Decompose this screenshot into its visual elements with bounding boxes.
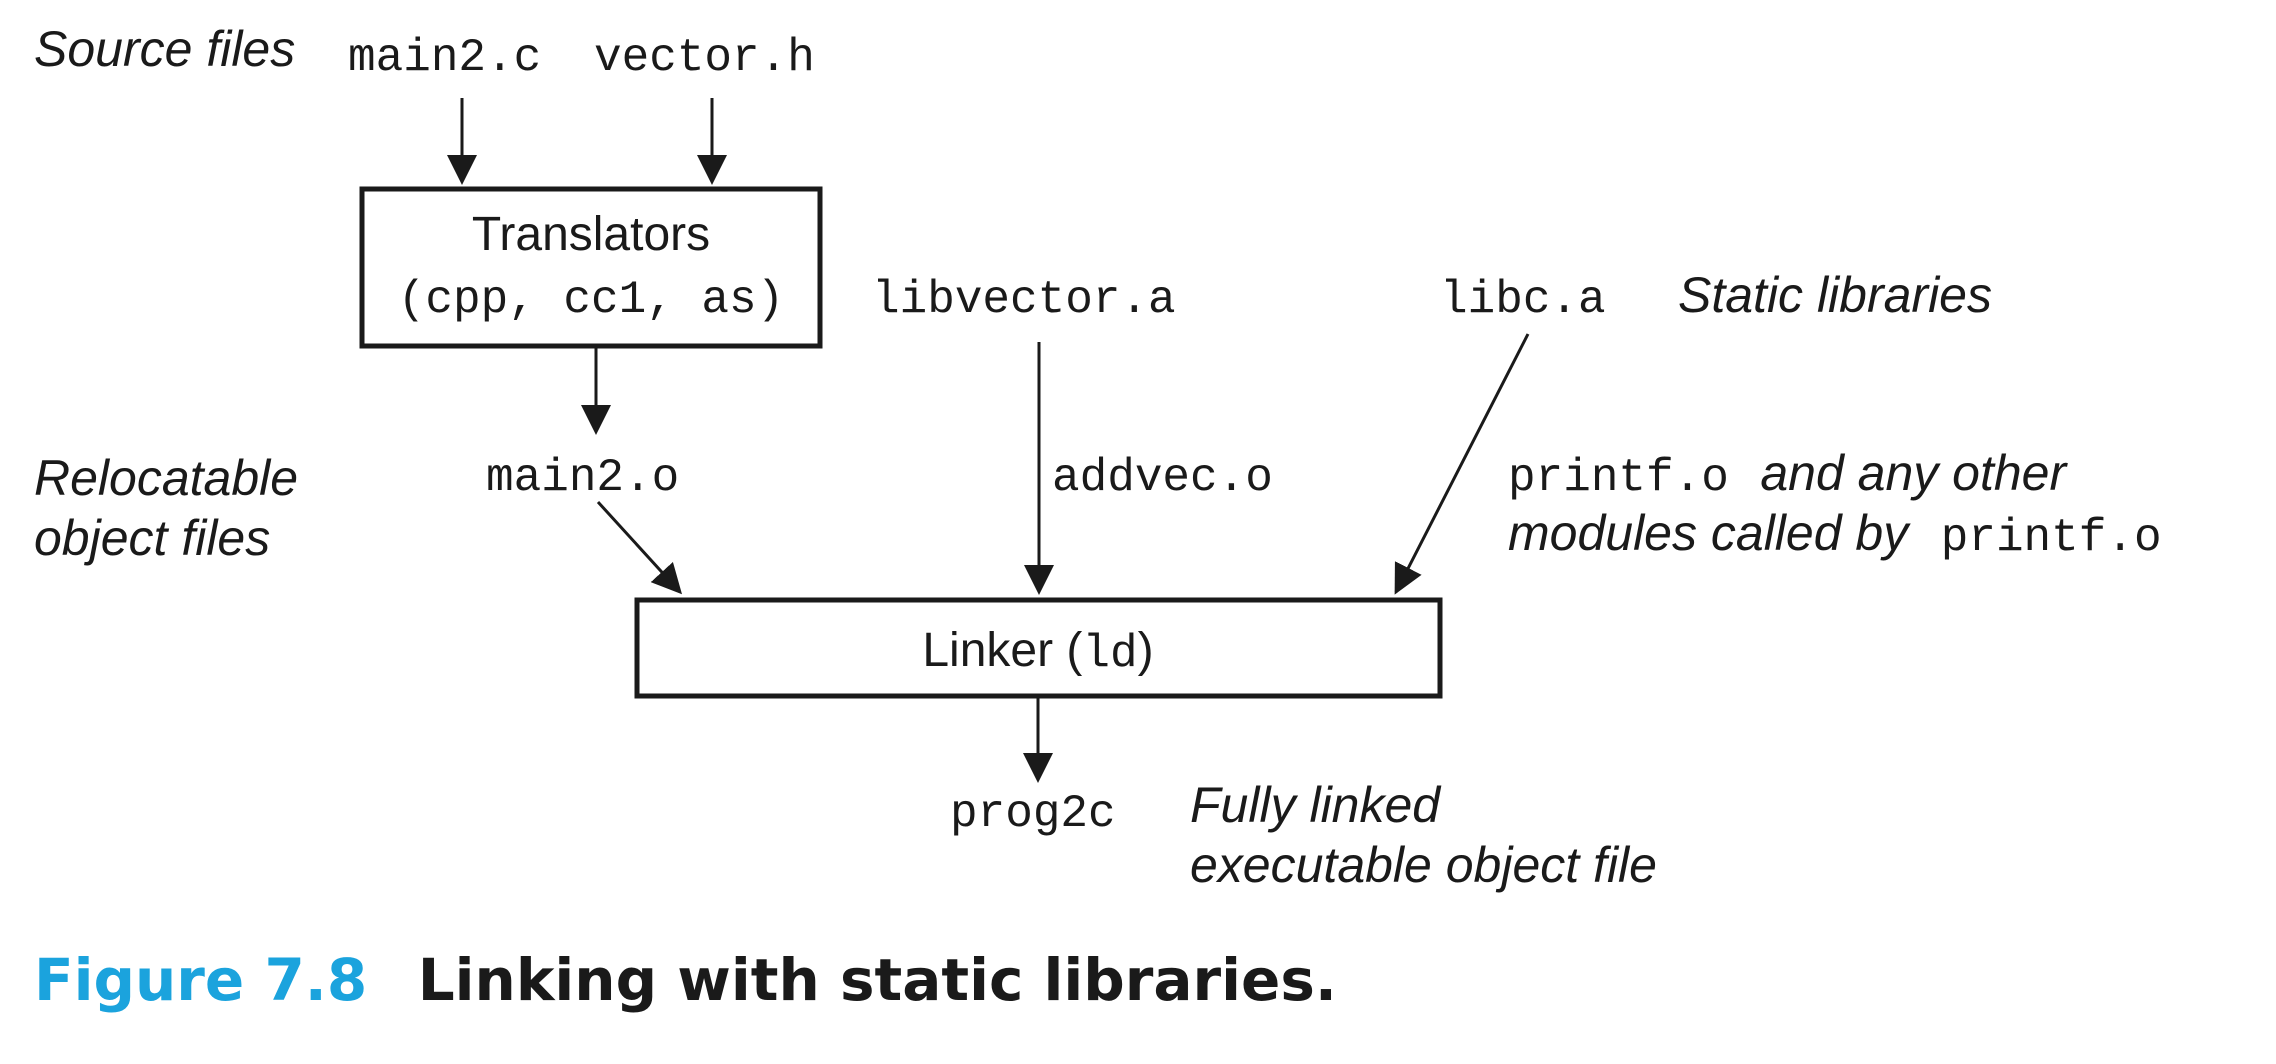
printf-note-text-2: modules called by	[1508, 505, 1911, 561]
linker-box	[634, 597, 1443, 699]
libc-a-file: libc.a	[1440, 274, 1606, 326]
arrow-main2o-to-linker	[596, 500, 683, 595]
translators-box	[359, 186, 823, 349]
relocatable-label-line2: object files	[34, 510, 270, 566]
fully-linked-label-line1: Fully linked	[1190, 777, 1442, 833]
figure-title: Linking with static libraries.	[418, 946, 1337, 1014]
relocatable-label-line1: Relocatable	[34, 450, 298, 506]
printf-note-line2: modules called by printf.o	[1508, 505, 2162, 564]
figure-caption: Figure 7.8 Linking with static libraries…	[34, 946, 1337, 1014]
linker-word: Linker (	[922, 624, 1082, 677]
printf-note-text-1: and any other	[1760, 445, 2068, 501]
linker-label: Linker (ld)	[922, 624, 1153, 680]
figure-number: Figure 7.8	[34, 946, 367, 1014]
main2-o-file: main2.o	[486, 452, 679, 504]
printf-o-ref-2: printf.o	[1941, 512, 2162, 564]
translators-tools: (cpp, cc1, as)	[398, 274, 784, 326]
vector-h-file: vector.h	[594, 32, 815, 84]
linker-cmd: ld	[1082, 628, 1137, 680]
static-libraries-label: Static libraries	[1678, 267, 1992, 323]
linker-close-paren: )	[1138, 624, 1154, 677]
main2-c-file: main2.c	[348, 32, 541, 84]
prog2c-file: prog2c	[950, 788, 1116, 840]
translators-title: Translators	[472, 208, 710, 261]
printf-note-line1: printf.o and any other	[1508, 445, 2068, 504]
printf-o-ref-1: printf.o	[1508, 452, 1729, 504]
libvector-a-file: libvector.a	[872, 274, 1176, 326]
addvec-o-file: addvec.o	[1052, 452, 1273, 504]
fully-linked-label-line2: executable object file	[1190, 837, 1657, 893]
arrow-libc-to-linker	[1394, 333, 1530, 595]
source-files-label: Source files	[34, 21, 295, 77]
